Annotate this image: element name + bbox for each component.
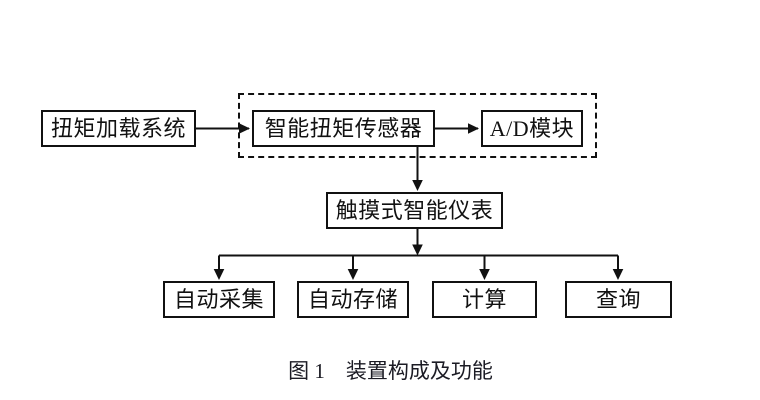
- node-calculation[interactable]: 计算: [432, 281, 537, 318]
- edge-instrument-to-query: [612, 255, 624, 280]
- node-auto-storage-label: 自动存储: [307, 286, 398, 312]
- edge-instrument-to-calculation: [479, 255, 490, 280]
- edge-instrument-to-branch-bus: [219, 229, 618, 257]
- node-touch-smart-instrument[interactable]: 触摸式智能仪表: [326, 192, 503, 229]
- node-query[interactable]: 查询: [565, 281, 672, 318]
- node-touch-smart-instrument-label: 触摸式智能仪表: [335, 197, 494, 223]
- node-torque-loading-system-label: 扭矩加载系统: [50, 115, 186, 141]
- node-auto-storage[interactable]: 自动存储: [297, 281, 409, 318]
- edge-instrument-to-auto-storage: [347, 255, 359, 280]
- node-smart-torque-sensor[interactable]: 智能扭矩传感器: [252, 110, 435, 147]
- edge-instrument-to-auto-collection: [213, 255, 225, 280]
- edge-sensor-to-ad-module: [435, 123, 479, 134]
- node-auto-collection[interactable]: 自动采集: [163, 281, 275, 318]
- edge-torque-loading-to-sensor: [196, 123, 250, 134]
- node-auto-collection-label: 自动采集: [173, 286, 264, 312]
- node-ad-module-label: A/D模块: [489, 115, 575, 141]
- node-smart-torque-sensor-label: 智能扭矩传感器: [264, 115, 423, 141]
- node-calculation-label: 计算: [461, 286, 507, 312]
- figure-caption: 图 1 装置构成及功能: [0, 340, 760, 400]
- edge-sensor-group-to-instrument: [412, 147, 423, 191]
- node-torque-loading-system[interactable]: 扭矩加载系统: [41, 110, 196, 147]
- node-query-label: 查询: [595, 286, 641, 312]
- figure-caption-text: 图 1 装置构成及功能: [288, 359, 493, 383]
- node-ad-module[interactable]: A/D模块: [481, 110, 583, 147]
